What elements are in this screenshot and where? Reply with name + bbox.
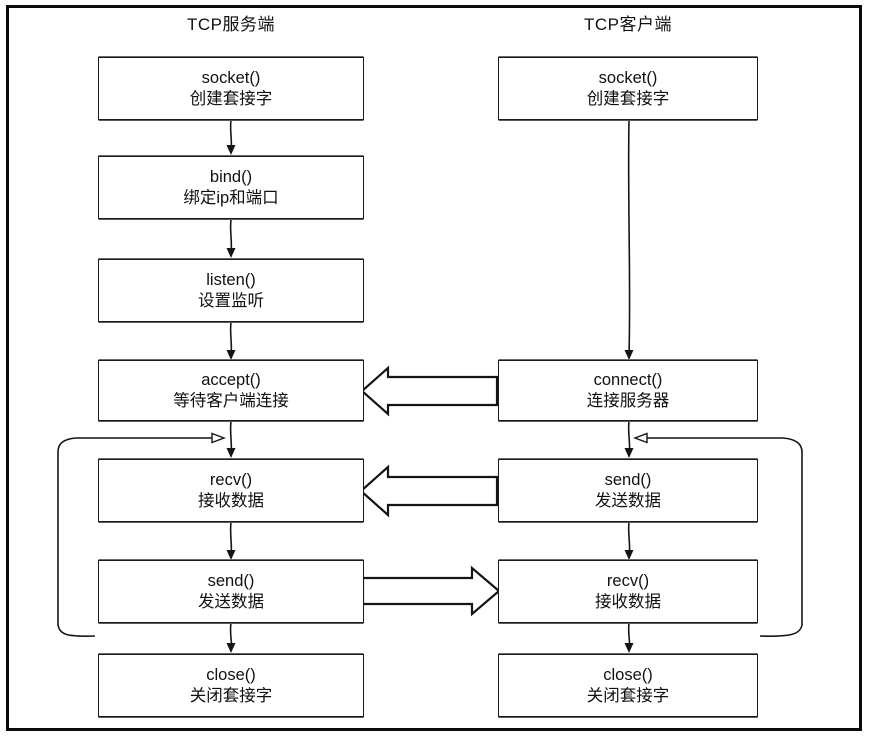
column-title-client: TCP客户端 [584, 15, 672, 34]
node-client-socket[interactable]: socket() 创建套接字 [498, 57, 758, 120]
node-server-close-desc: 关闭套接字 [189, 686, 273, 705]
column-title-server: TCP服务端 [187, 15, 275, 34]
node-client-socket-fn: socket() [598, 69, 658, 88]
node-client-recv[interactable]: recv() 接收数据 [498, 560, 758, 623]
node-server-send[interactable]: send() 发送数据 [98, 560, 364, 623]
node-client-connect-fn: connect() [593, 371, 663, 390]
node-server-recv-fn: recv() [209, 471, 253, 490]
node-client-recv-fn: recv() [606, 572, 650, 591]
node-server-recv[interactable]: recv() 接收数据 [98, 459, 364, 522]
node-client-connect[interactable]: connect() 连接服务器 [498, 360, 758, 421]
node-client-socket-desc: 创建套接字 [586, 89, 670, 108]
node-server-bind-fn: bind() [209, 168, 253, 187]
node-server-close-fn: close() [206, 666, 256, 685]
node-server-send-desc: 发送数据 [198, 592, 264, 611]
node-server-socket-fn: socket() [201, 69, 261, 88]
node-server-socket[interactable]: socket() 创建套接字 [98, 57, 364, 120]
node-server-socket-desc: 创建套接字 [189, 89, 273, 108]
node-client-close[interactable]: close() 关闭套接字 [498, 654, 758, 717]
diagram-frame [6, 5, 862, 731]
node-server-close[interactable]: close() 关闭套接字 [98, 654, 364, 717]
node-server-listen-desc: 设置监听 [198, 291, 264, 310]
node-client-recv-desc: 接收数据 [595, 592, 661, 611]
node-client-close-fn: close() [603, 666, 653, 685]
node-client-close-desc: 关闭套接字 [586, 686, 670, 705]
node-server-bind[interactable]: bind() 绑定ip和端口 [98, 156, 364, 219]
node-client-send-fn: send() [604, 471, 652, 490]
node-server-accept-fn: accept() [201, 371, 261, 390]
node-client-connect-desc: 连接服务器 [586, 391, 670, 410]
node-server-listen-fn: listen() [206, 271, 256, 290]
node-server-listen[interactable]: listen() 设置监听 [98, 259, 364, 322]
node-server-recv-desc: 接收数据 [198, 491, 264, 510]
node-server-send-fn: send() [207, 572, 255, 591]
node-server-bind-desc: 绑定ip和端口 [183, 188, 279, 207]
node-client-send[interactable]: send() 发送数据 [498, 459, 758, 522]
node-server-accept[interactable]: accept() 等待客户端连接 [98, 360, 364, 421]
node-client-send-desc: 发送数据 [595, 491, 661, 510]
node-server-accept-desc: 等待客户端连接 [173, 391, 289, 410]
